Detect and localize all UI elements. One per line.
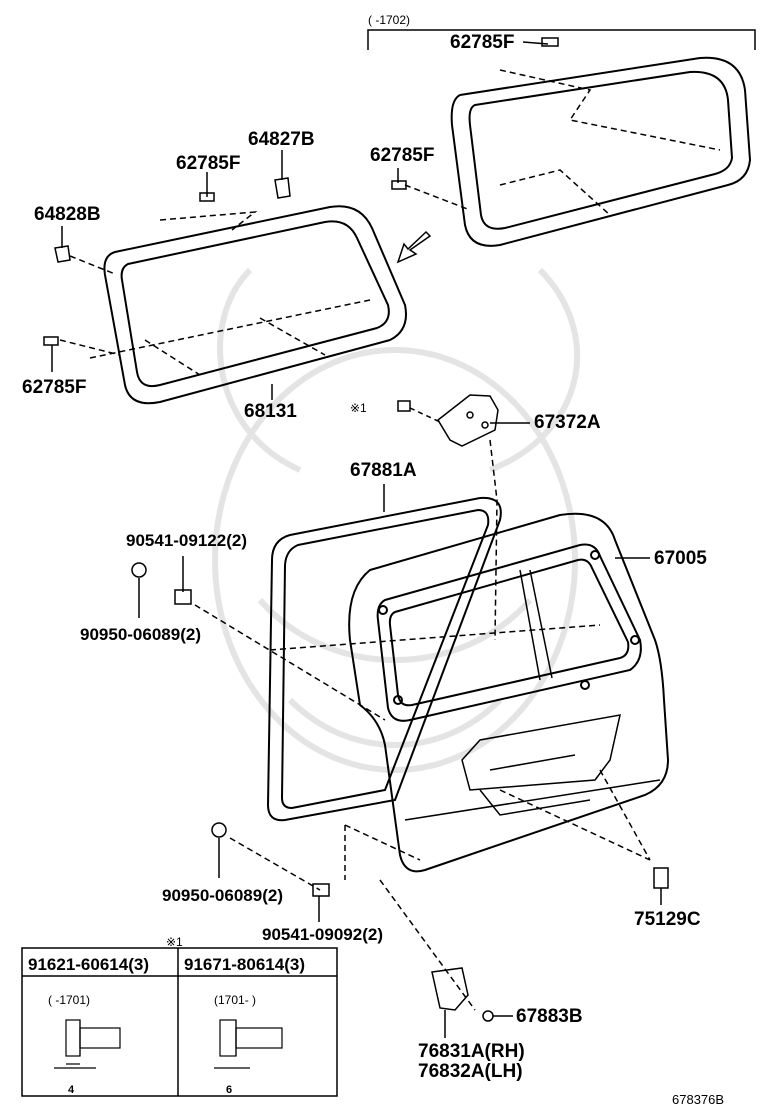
inset-col1-header: 91621-60614(3) bbox=[28, 955, 149, 974]
fastener-inset-table bbox=[21, 947, 338, 1097]
stay-bolt-67883B bbox=[482, 1010, 494, 1022]
label-90541-09122: 90541-09122(2) bbox=[126, 531, 247, 550]
back-door-glass-upper bbox=[404, 56, 752, 247]
bolt-drawing-right bbox=[214, 1019, 283, 1069]
label-90950-06089-lower: 90950-06089(2) bbox=[162, 886, 283, 905]
label-67005: 67005 bbox=[654, 548, 707, 569]
label-leaders bbox=[51, 41, 662, 1038]
inset-col2-header: 91671-80614(3) bbox=[184, 955, 305, 974]
back-door-weatherstrip bbox=[266, 496, 502, 822]
label-67883B: 67883B bbox=[516, 1006, 583, 1027]
inset-col2-note: (1701- ) bbox=[214, 993, 257, 1007]
spacer-clip-bottom-left bbox=[43, 336, 59, 346]
version-bracket bbox=[367, 29, 756, 50]
label-76831A-rh: 76831A(RH) bbox=[418, 1041, 525, 1062]
ref-mark-hinge: ※1 bbox=[350, 401, 367, 415]
label-62785F-bottom-left: 62785F bbox=[22, 377, 87, 398]
washer-lower bbox=[211, 822, 227, 838]
spacer-clip-top bbox=[541, 37, 559, 47]
stay-bracket bbox=[431, 967, 469, 1011]
label-90541-09092: 90541-09092(2) bbox=[262, 925, 383, 944]
bolt-lower bbox=[312, 883, 330, 897]
label-64828B: 64828B bbox=[34, 204, 101, 225]
washer-upper bbox=[131, 562, 147, 578]
figure-id: 678376B bbox=[672, 1092, 725, 1107]
inset-col1-dim: 4 bbox=[68, 1084, 75, 1096]
assembly-leader-lines bbox=[194, 604, 651, 1011]
label-76832A-lh: 76832A(LH) bbox=[418, 1061, 523, 1082]
back-door-panel bbox=[348, 512, 670, 873]
back-door-hinge bbox=[397, 394, 499, 641]
direction-arrow bbox=[396, 230, 432, 264]
label-64827B: 64827B bbox=[248, 129, 315, 150]
clip-64828B bbox=[54, 245, 71, 263]
label-75129C: 75129C bbox=[634, 909, 701, 930]
label-68131: 68131 bbox=[244, 401, 297, 422]
top-version-note: ( -1702) bbox=[368, 13, 411, 27]
spacer-clip-mid-right bbox=[391, 180, 407, 190]
inset-col1-note: ( -1701) bbox=[48, 993, 91, 1007]
clip-64827B bbox=[274, 177, 291, 199]
label-62785F-mid-left: 62785F bbox=[176, 153, 241, 174]
bolt-drawing-left bbox=[54, 1019, 121, 1069]
inset-ref-mark: ※1 bbox=[166, 935, 183, 949]
bolt-upper bbox=[174, 589, 192, 605]
back-door-glass-lower bbox=[59, 205, 407, 405]
label-90950-06089-upper: 90950-06089(2) bbox=[80, 625, 201, 644]
label-62785F-top: 62785F bbox=[450, 32, 515, 53]
inset-col2-dim: 6 bbox=[226, 1084, 233, 1096]
label-67372A: 67372A bbox=[534, 412, 601, 433]
label-62785F-mid-right: 62785F bbox=[370, 145, 435, 166]
pad-75129C bbox=[653, 867, 669, 889]
label-67881A: 67881A bbox=[350, 460, 417, 481]
